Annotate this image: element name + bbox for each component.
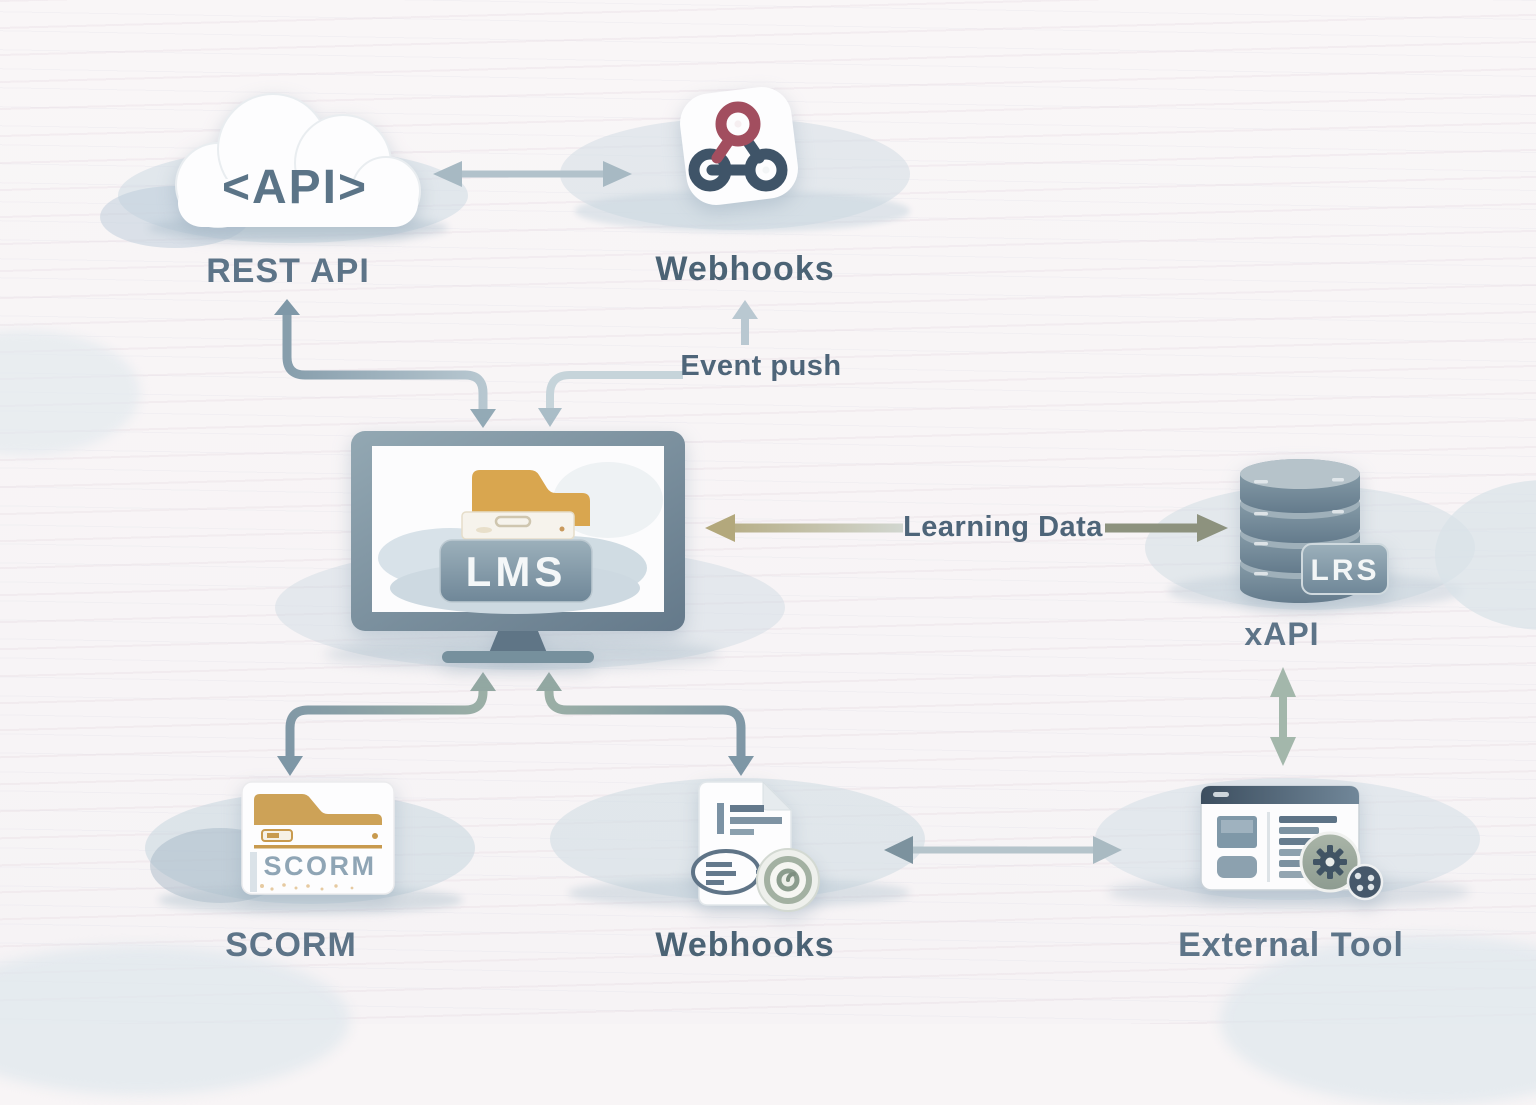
arrow-learningdata-lms: [705, 514, 903, 542]
arrows-layer: [274, 161, 1296, 864]
xapi-label: xAPI: [1244, 616, 1320, 652]
scorm-package-icon: SCORM: [212, 772, 427, 912]
dots-badge: [1346, 863, 1384, 901]
arrow-eventpush-webhooks: [732, 300, 758, 345]
document-feed-icon: [648, 772, 853, 917]
doc-text-lines: [717, 803, 782, 835]
feed-bubble: [691, 849, 767, 895]
gear-badge: [1299, 831, 1361, 893]
arrow-webhooksdoc-externaltool: [884, 836, 1122, 864]
arrow-lms-scorm: [277, 672, 496, 776]
arrow-learningdata-lrs: [1105, 514, 1228, 542]
arrow-lms-webhooksdoc: [536, 672, 754, 776]
arrow-xapi-externaltool: [1270, 667, 1296, 766]
webhooks-top-label: Webhooks: [655, 250, 835, 288]
cloud-api-icon: <API>: [143, 85, 443, 245]
arrow-eventpush-lms: [538, 371, 683, 427]
scorm-icon-text: SCORM: [264, 851, 377, 881]
browser-gear-icon: [1193, 780, 1403, 910]
rest-api-label: REST API: [206, 252, 370, 290]
webhook-icon: [673, 82, 803, 212]
lrs-badge-text: LRS: [1311, 554, 1380, 587]
event-push-label: Event push: [680, 350, 842, 382]
lms-badge-text: LMS: [466, 548, 567, 595]
target-badge: [756, 848, 820, 912]
database-icon: LRS: [1232, 452, 1402, 612]
learning-data-label: Learning Data: [903, 511, 1103, 543]
webhooks-bottom-label: Webhooks: [655, 926, 835, 964]
api-icon-text: <API>: [222, 161, 368, 214]
arrow-restapi-webhooks: [433, 161, 632, 187]
scorm-label: SCORM: [225, 926, 357, 964]
arrow-lms-restapi: [274, 299, 496, 428]
monitor-folder-icon: LMS: [350, 430, 686, 664]
external-tool-label: External Tool: [1178, 926, 1404, 964]
